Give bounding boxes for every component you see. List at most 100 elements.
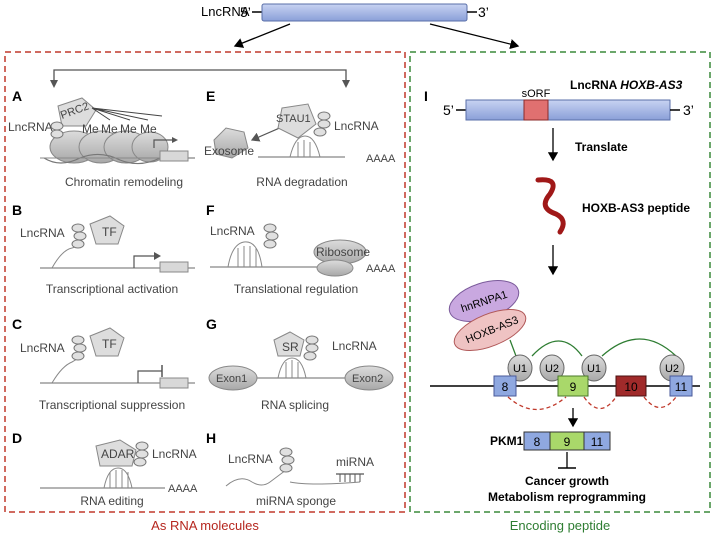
exon-8 xyxy=(493,375,517,397)
left-panel-footer: As RNA molecules xyxy=(151,518,259,533)
cell-d-caption: RNA editing xyxy=(80,494,143,508)
exon1-shape xyxy=(208,365,258,391)
tf-protein-b xyxy=(89,215,125,245)
u-label-4: U2 xyxy=(665,363,679,375)
exon2-shape xyxy=(344,365,394,391)
cell-a-caption: Chromatin remodeling xyxy=(65,175,183,189)
sr-protein xyxy=(273,331,305,357)
exon-9-label: 9 xyxy=(570,380,577,394)
sorf-box xyxy=(523,99,549,121)
cell-c-lncrna: LncRNA xyxy=(20,341,65,355)
cell-e-polya: AAAA xyxy=(366,153,396,165)
pkm1-exon-11 xyxy=(583,431,611,451)
peptide-label: HOXB-AS3 peptide xyxy=(582,201,690,215)
exon-10 xyxy=(615,375,647,397)
panel-i: I LncRNA HOXB-AS3 5’ 3’ sORF Translate H… xyxy=(424,78,700,504)
top-lncrna-label: LncRNA xyxy=(201,4,250,19)
panel-i-title: LncRNA HOXB-AS3 xyxy=(570,78,683,92)
panel-i-three-prime: 3’ xyxy=(683,102,694,118)
cell-g-letter: G xyxy=(206,316,217,332)
cell-a-lncrna: LncRNA xyxy=(8,120,53,134)
split-arrow-left xyxy=(233,23,291,48)
right-panel-border xyxy=(409,51,711,513)
ribosome-small xyxy=(316,259,354,277)
stau1-label: STAU1 xyxy=(276,113,311,125)
u-snrnps: U1 U2 U1 U2 xyxy=(507,354,685,382)
pkm1-exon-9-label: 9 xyxy=(564,435,571,449)
u-label-1: U1 xyxy=(513,363,527,375)
cell-a: A LncRNA PRC2 Me Me Me Me Chromatin remo… xyxy=(8,88,195,189)
cell-d-polya: AAAA xyxy=(168,483,198,495)
me-mark-4: Me xyxy=(140,122,157,136)
hoxb-as3-protein xyxy=(453,308,527,352)
cell-f-letter: F xyxy=(206,202,215,218)
cell-e-caption: RNA degradation xyxy=(256,175,347,189)
cell-g-exon2: Exon2 xyxy=(352,373,383,385)
cell-h-caption: miRNA sponge xyxy=(256,494,336,508)
left-panel-border xyxy=(4,51,406,513)
exosome-label: Exosome xyxy=(204,144,254,158)
cell-g-exon1: Exon1 xyxy=(216,373,247,385)
cell-g-lncrna: LncRNA xyxy=(332,339,377,353)
cell-b-lncrna: LncRNA xyxy=(20,226,65,240)
cell-f-caption: Translational regulation xyxy=(234,282,358,296)
top-lncrna-bar xyxy=(261,3,468,22)
cell-f-polya: AAAA xyxy=(366,263,396,275)
cell-g-caption: RNA splicing xyxy=(261,398,329,412)
cell-g: G Exon1 Exon2 SR LncRNA RNA splicing xyxy=(206,316,394,412)
stau1-protein xyxy=(277,103,317,139)
cell-h: H LncRNA miRNA miRNA sponge xyxy=(206,430,374,508)
cell-d-letter: D xyxy=(12,430,22,446)
cell-e-lncrna: LncRNA xyxy=(334,119,379,133)
pkm1-label: PKM1 xyxy=(490,434,524,448)
bracket-arrow xyxy=(53,69,347,84)
cell-e: E Exosome STAU1 LncRNA AAAA RNA degradat… xyxy=(204,88,396,189)
top-three-prime: 3’ xyxy=(478,4,489,20)
cell-h-mirna: miRNA xyxy=(336,455,374,469)
exon-11-label: 11 xyxy=(675,380,688,394)
cell-c-caption: Transcriptional suppression xyxy=(39,398,185,412)
tf-protein-c xyxy=(89,327,125,357)
u-label-2: U2 xyxy=(545,363,559,375)
u-label-3: U1 xyxy=(587,363,601,375)
outcome-1: Cancer growth xyxy=(525,474,609,488)
cell-f-lncrna: LncRNA xyxy=(210,224,255,238)
cell-e-letter: E xyxy=(206,88,215,104)
gene-box-a xyxy=(159,150,189,162)
cell-f-ribosome: Ribosome xyxy=(316,245,370,259)
top-lncrna: LncRNA 5’ 3’ xyxy=(201,3,520,50)
split-arrow-right xyxy=(429,23,520,50)
pkm1-exon-11-label: 11 xyxy=(591,435,604,449)
exon-9 xyxy=(557,375,589,397)
cell-d: D ADAR LncRNA AAAA RNA editing xyxy=(12,430,198,508)
cell-h-letter: H xyxy=(206,430,216,446)
cell-b-letter: B xyxy=(12,202,22,218)
cell-d-lncrna: LncRNA xyxy=(152,447,197,461)
cell-c-letter: C xyxy=(12,316,22,332)
cell-b-tf: TF xyxy=(102,225,117,239)
cell-h-lncrna: LncRNA xyxy=(228,452,273,466)
panel-i-lncrna-bar xyxy=(465,99,671,121)
exon-8-label: 8 xyxy=(502,380,509,394)
sorf-label: sORF xyxy=(522,88,551,100)
cell-a-letter: A xyxy=(12,88,22,104)
exosome-shape xyxy=(213,127,249,159)
me-mark-3: Me xyxy=(120,122,137,136)
panel-i-letter: I xyxy=(424,88,428,104)
cell-g-sr: SR xyxy=(282,340,299,354)
right-panel-footer: Encoding peptide xyxy=(510,518,610,533)
cell-b-caption: Transcriptional activation xyxy=(46,282,178,296)
translate-label: Translate xyxy=(575,140,628,154)
panel-i-five-prime: 5’ xyxy=(443,102,454,118)
top-five-prime: 5’ xyxy=(240,4,251,20)
cell-b: B LncRNA TF Transcriptional activation xyxy=(12,202,195,296)
me-mark-1: Me xyxy=(82,122,99,136)
peptide-shape xyxy=(535,177,566,235)
exon-10-label: 10 xyxy=(624,380,638,394)
adar-protein xyxy=(95,439,137,467)
cell-c: C LncRNA TF Transcriptional suppression xyxy=(12,316,195,412)
cell-f: F LncRNA Ribosome AAAA Translational reg… xyxy=(206,202,396,296)
me-mark-2: Me xyxy=(101,122,118,136)
outcome-2: Metabolism reprogramming xyxy=(488,490,646,504)
